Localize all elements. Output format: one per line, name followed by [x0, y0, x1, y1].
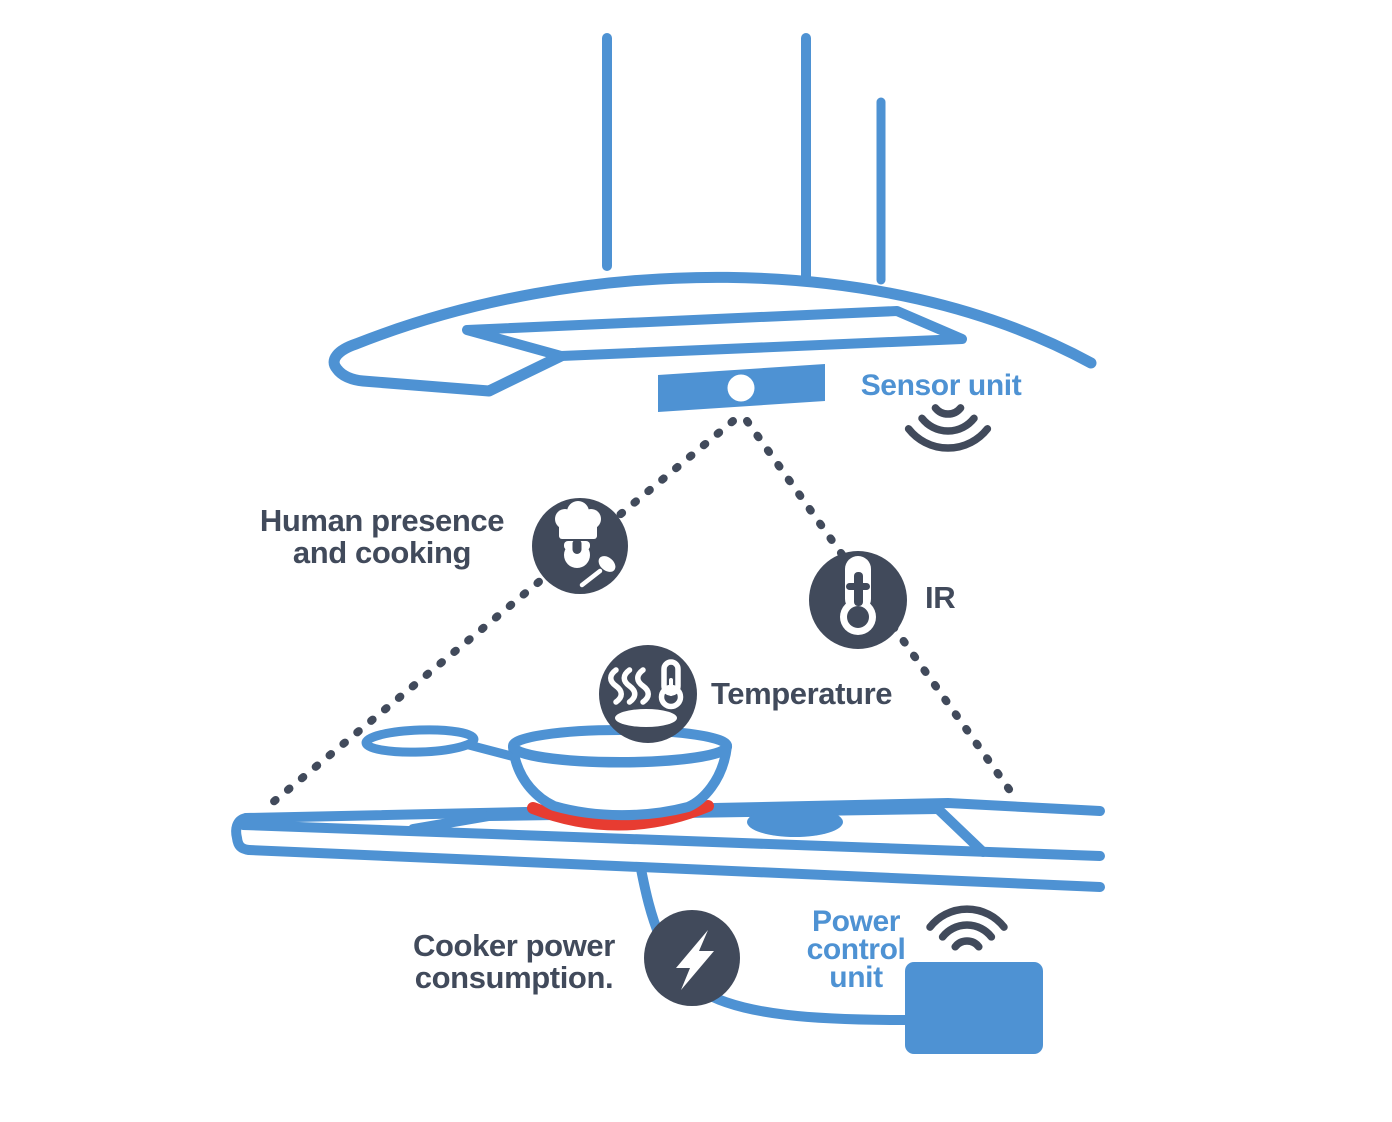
sensor-unit-label: Sensor unit	[861, 369, 1022, 402]
spoon-handle	[579, 568, 603, 588]
lightning-bolt-icon	[644, 910, 740, 1006]
cooktop-counter	[231, 798, 1105, 892]
cooker-power-label-line1: Cooker power	[413, 928, 615, 963]
hood-bottom-panel	[462, 306, 967, 361]
sensor-unit-device	[658, 364, 825, 412]
power-control-label-line1: Power	[812, 905, 901, 938]
power-control-box	[905, 962, 1043, 1054]
cooker-power-label-line2: consumption.	[415, 960, 613, 995]
cooktop-zone-left-edge	[408, 811, 494, 834]
human-presence-label-line2: and cooking	[293, 535, 471, 570]
bolt-glyph	[676, 930, 714, 990]
pan-rim	[508, 725, 732, 767]
chef-hat-notch	[572, 539, 582, 554]
second-burner	[747, 807, 843, 837]
pan-handle-neck	[464, 740, 520, 762]
signal-down-icon	[904, 404, 992, 452]
hood-canopy-outline	[328, 271, 1097, 397]
human-presence-label-line1: Human presence	[260, 503, 504, 538]
sensor-lens-dot	[727, 374, 755, 402]
chef-icon	[532, 498, 628, 594]
counter-left-cap	[231, 813, 254, 855]
counter-slab-bottom-edge	[244, 845, 1105, 892]
cooktop-zone-right-edge	[933, 804, 988, 857]
cooker-hood	[328, 33, 1097, 397]
temperature-label: Temperature	[711, 676, 892, 711]
power-control-unit	[905, 905, 1043, 1054]
temperature-surface	[615, 709, 677, 727]
ir-thermometer-icon	[809, 551, 907, 649]
wifi-icon	[926, 905, 1008, 951]
ir-label: IR	[925, 580, 955, 615]
counter-front-edge	[238, 820, 1105, 861]
power-control-label-line3: unit	[829, 961, 883, 994]
heat-temperature-icon	[599, 645, 697, 743]
heating-element-red-arc	[527, 800, 714, 831]
pan-handle	[361, 725, 479, 757]
power-control-label-line2: control	[807, 933, 906, 966]
frying-pan	[361, 725, 732, 821]
